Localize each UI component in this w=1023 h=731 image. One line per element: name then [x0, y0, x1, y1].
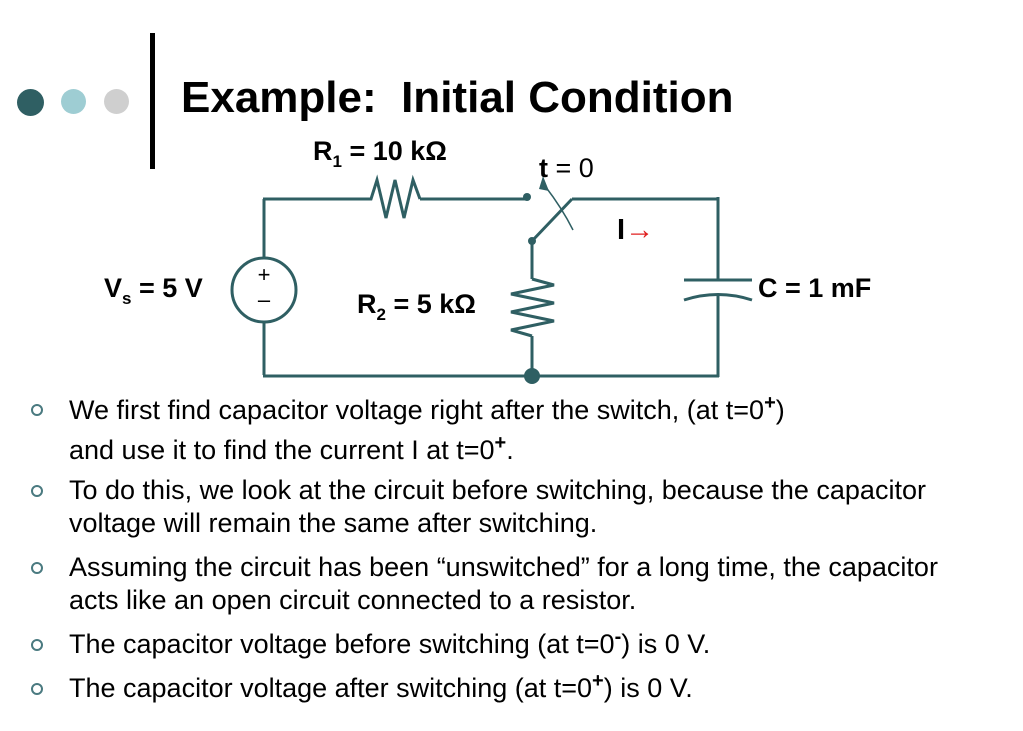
capacitor-plate-bottom	[683, 293, 753, 302]
bullet-item: To do this, we look at the circuit befor…	[30, 474, 990, 540]
bullet-list: We first find capacitor voltage right af…	[30, 390, 990, 716]
decor-dot-light	[61, 89, 86, 114]
slide-title: Example: Initial Condition	[181, 73, 734, 122]
label-capacitor: C = 1 mF	[758, 273, 871, 303]
label-r2: R2 = 5 kΩ	[357, 289, 476, 324]
resistor-r1	[360, 174, 422, 219]
bullet-marker	[31, 639, 43, 651]
bullet-item: The capacitor voltage after switching (a…	[30, 671, 990, 705]
source-plus-sign: +	[258, 262, 271, 287]
circuit-diagram: + – R1 = 10 kΩ t = 0 I→ Vs = 5 V R2 = 5 …	[104, 136, 871, 384]
bullet-item: We first find capacitor voltage right af…	[30, 390, 990, 470]
bullet-marker	[31, 683, 43, 695]
bullet-item: The capacitor voltage before switching (…	[30, 627, 990, 661]
bullet-marker	[31, 562, 43, 574]
switch-blade	[530, 197, 574, 243]
switch-contact-top	[523, 193, 531, 201]
label-r1: R1 = 10 kΩ	[313, 136, 447, 171]
decor-dot-grey	[104, 89, 129, 114]
label-vs: Vs = 5 V	[104, 273, 203, 308]
title-divider	[150, 33, 155, 169]
bullet-marker	[31, 485, 43, 497]
label-switch-time: t = 0	[539, 153, 594, 183]
bullet-item: Assuming the circuit has been “unswitche…	[30, 551, 990, 617]
source-minus-sign: –	[258, 287, 271, 312]
label-current: I→	[617, 214, 654, 246]
switch-arrow-head	[539, 176, 549, 191]
voltage-source	[230, 256, 298, 324]
resistor-r2	[510, 277, 555, 338]
decor-dot-dark	[17, 89, 44, 116]
bullet-marker	[31, 404, 43, 416]
